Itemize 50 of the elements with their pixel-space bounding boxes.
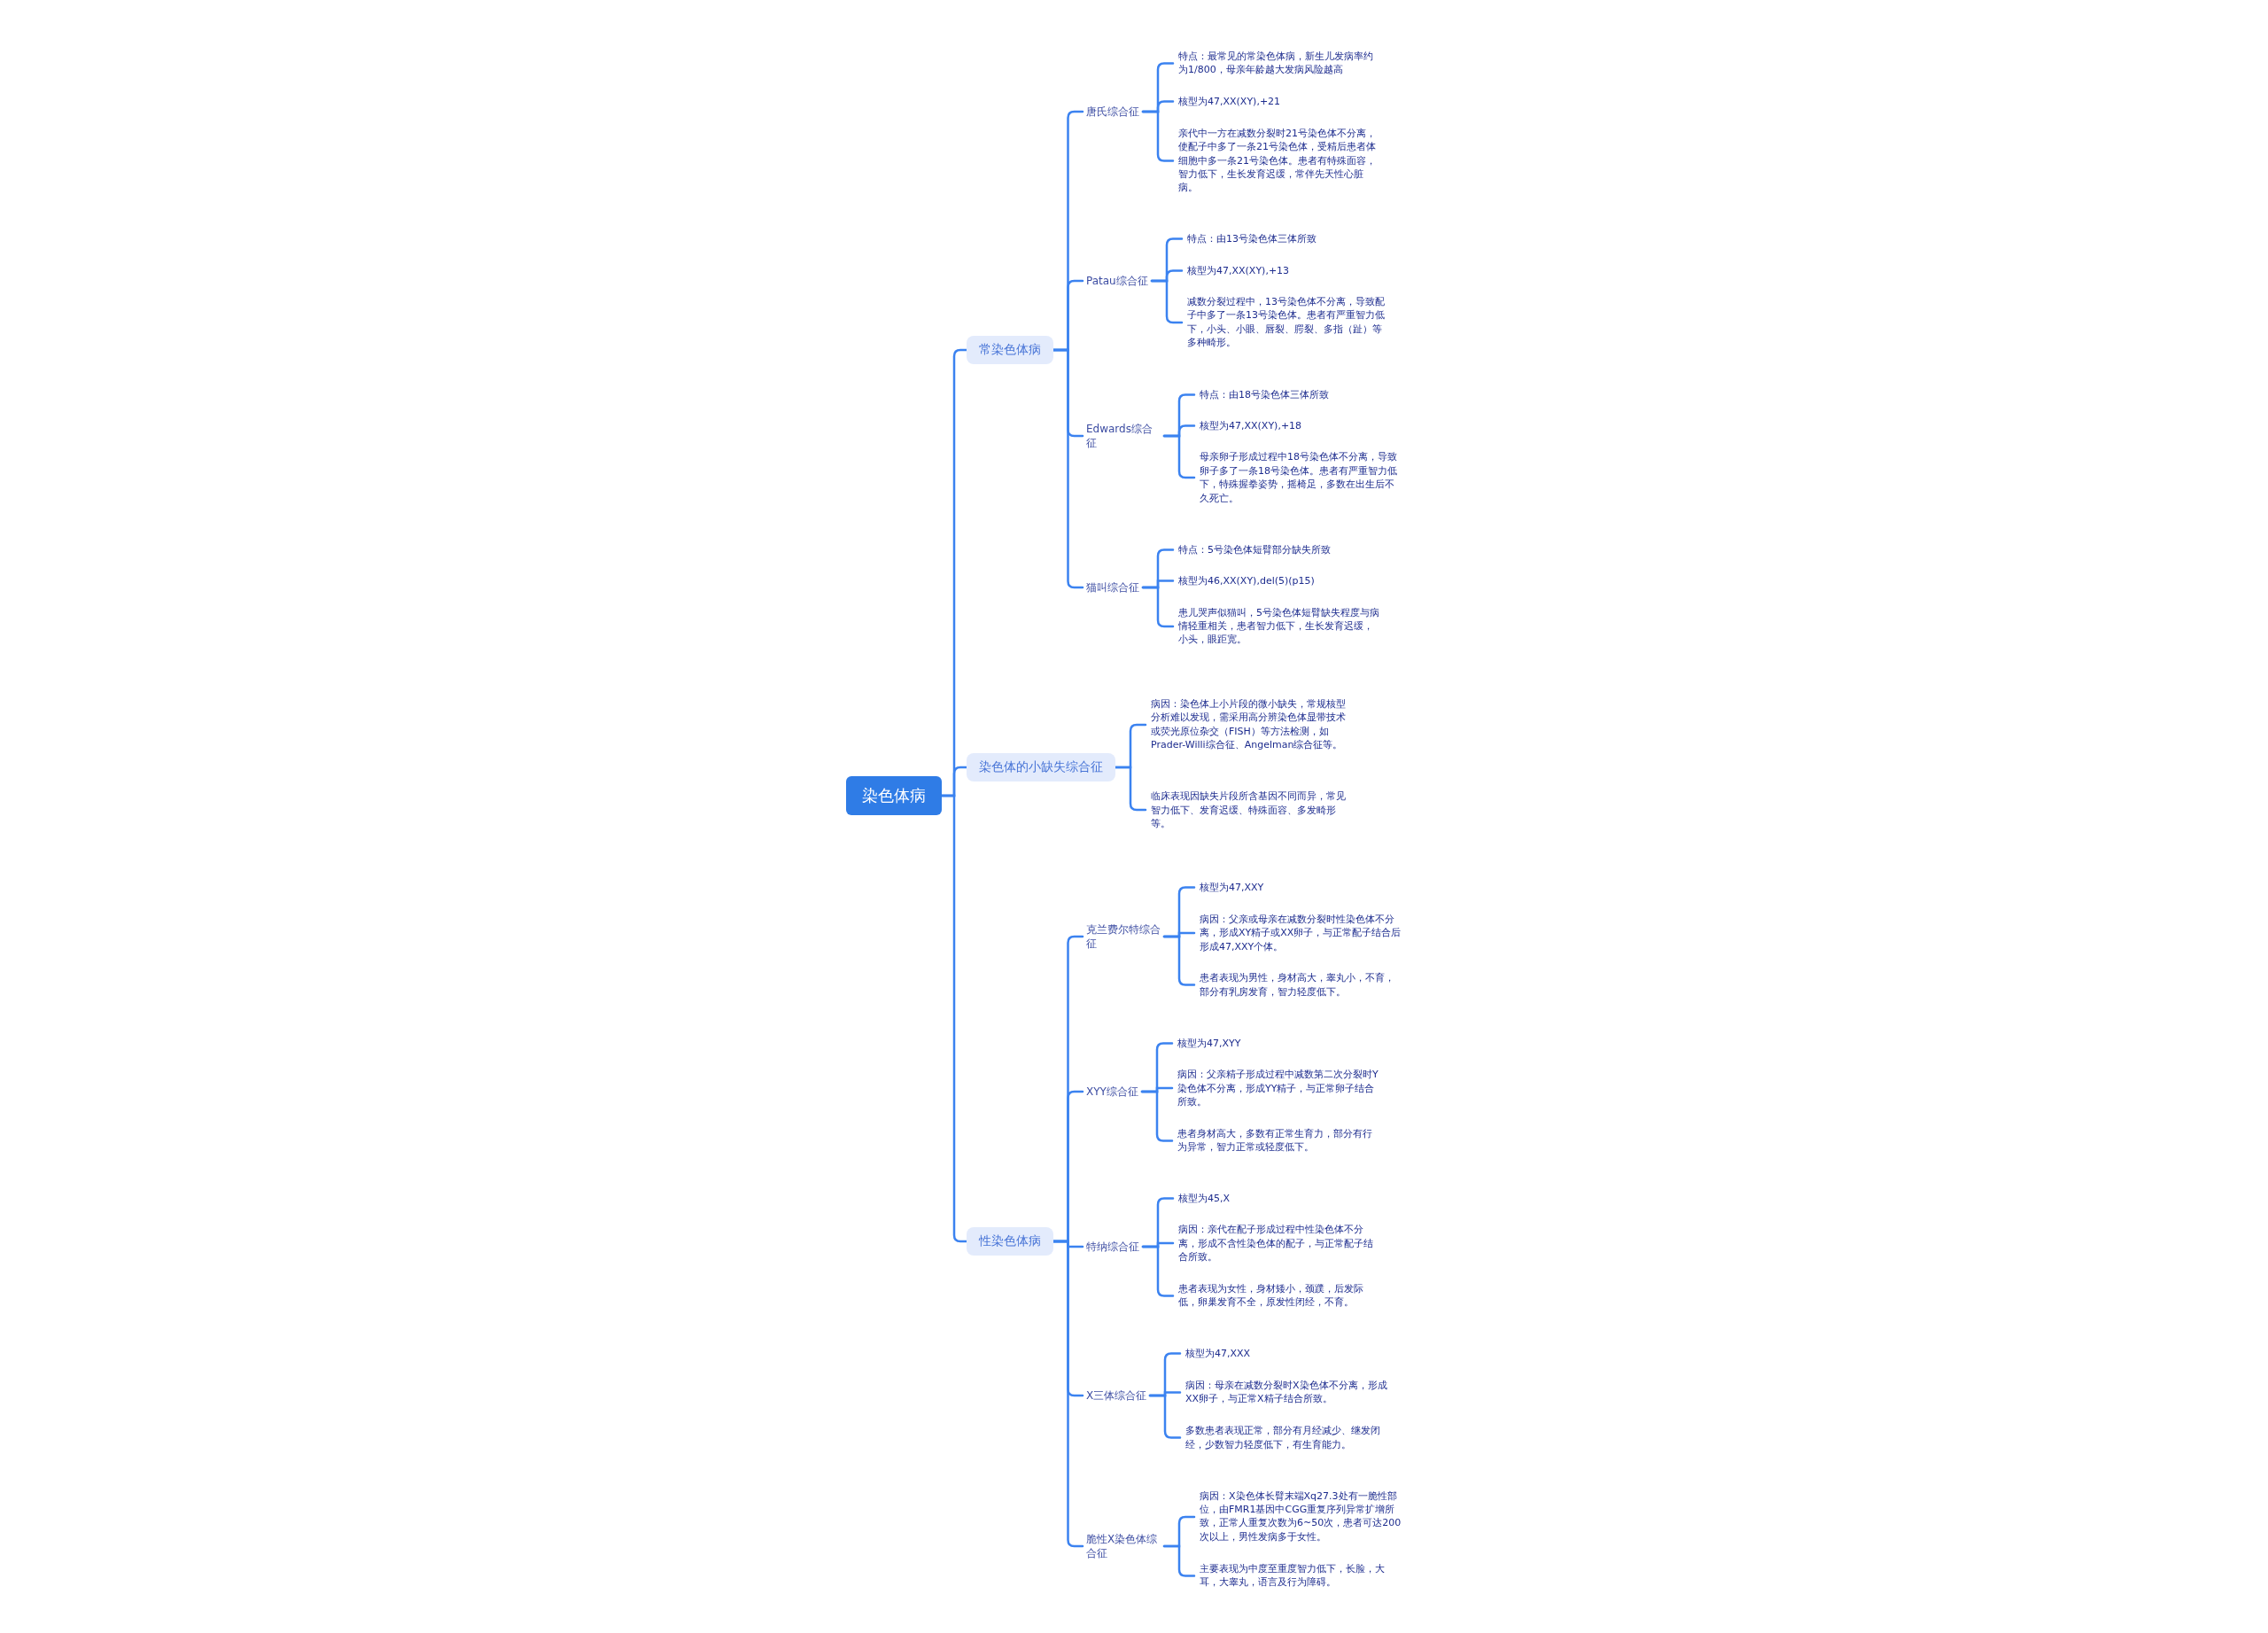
note-text: 临床表现因缺失片段所含基因不同而异，常见智力低下、发育迟缓、特殊面容、多发畸形等。 xyxy=(1146,789,1355,832)
connector-line xyxy=(1114,766,1147,812)
connector-line xyxy=(1162,1544,1196,1577)
note-text: 特点：由13号染色体三体所致 xyxy=(1182,231,1391,247)
note-text: 亲代中一方在减数分裂时21号染色体不分离，使配子中多了一条21号染色体，受精后患者体细胞中多一条21号染色体。患者有特殊面容，智力低下，生长发育迟缓，常伴先天性心脏病。 xyxy=(1173,125,1382,196)
note-text: 患者身材高大，多数有正常生育力，部分有行为异常，智力正常或轻度低下。 xyxy=(1172,1125,1381,1155)
subtopic-label: Edwards综合征 xyxy=(1083,420,1164,453)
note-text: 病因：X染色体长臂末端Xq27.3处有一脆性部位，由FMR1基因中CGG重复序列异常扩增所致，正常人重复次数为6~50次，患者可达200次以上，男性发病多于女性。 xyxy=(1194,1488,1403,1545)
connector-line xyxy=(940,794,968,1243)
note-text: 减数分裂过程中，13号染色体不分离，导致配子中多了一条13号染色体。患者有严重智力低下，小头、小眼、唇裂、腭裂、多指（趾）等多种畸形。 xyxy=(1182,294,1391,351)
note-text: 核型为46,XX(XY),del(5)(p15) xyxy=(1173,573,1382,589)
subtopic-label: 特纳综合征 xyxy=(1083,1238,1143,1256)
note-text: 核型为47,XYY xyxy=(1172,1035,1381,1052)
note-text: 核型为47,XX(XY),+13 xyxy=(1182,262,1391,279)
subtopic-label: XYY综合征 xyxy=(1083,1083,1142,1101)
note-text: 患者表现为女性，身材矮小，颈蹼，后发际低，卵巢发育不全，原发性闭经，不育。 xyxy=(1173,1280,1382,1310)
subtopic-label: X三体综合征 xyxy=(1083,1387,1151,1405)
note-text: 病因：亲代在配子形成过程中性染色体不分离，形成不含性染色体的配子，与正常配子结合所致。 xyxy=(1173,1222,1382,1265)
connector-line xyxy=(1162,434,1196,479)
subtopic-label: 唐氏综合征 xyxy=(1083,103,1143,121)
note-text: 核型为47,XXY xyxy=(1194,880,1403,896)
root-topic: 染色体病 xyxy=(846,775,942,815)
note-text: 患儿哭声似猫叫，5号染色体短臂缺失程度与病情轻重相关，患者智力低下，生长发育迟缓，小头，眼距宽。 xyxy=(1173,604,1382,648)
subtopic-label: 猫叫综合征 xyxy=(1083,579,1143,597)
main-branch-topic: 性染色体病 xyxy=(967,1226,1053,1256)
note-text: 核型为47,XX(XY),+21 xyxy=(1173,94,1382,110)
subtopic-label: 脆性X染色体综合征 xyxy=(1083,1530,1164,1563)
note-text: 病因：父亲或母亲在减数分裂时性染色体不分离，形成XY精子或XX卵子，与正常配子结合后形成47,XXY个体。 xyxy=(1194,911,1403,955)
note-text: 核型为47,XXX xyxy=(1180,1346,1389,1362)
note-text: 核型为47,XX(XY),+18 xyxy=(1194,417,1403,434)
connector-line xyxy=(1150,279,1184,324)
note-text: 病因：染色体上小片段的微小缺失，常规核型分析难以发现，需采用高分辨染色体显带技术或荧光原位杂交（FISH）等方法检测，如Prader-Willi综合征、Angelman综合征等。 xyxy=(1146,696,1355,753)
note-text: 母亲卵子形成过程中18号染色体不分离，导致卵子多了一条18号染色体。患者有严重智力低下，特殊握拳姿势，摇椅足，多数在出生后不久死亡。 xyxy=(1194,449,1403,506)
note-text: 特点：最常见的常染色体病，新生儿发病率约为1/800，母亲年龄越大发病风险越高 xyxy=(1173,49,1382,78)
note-text: 主要表现为中度至重度智力低下，长脸，大耳，大睾丸，语言及行为障碍。 xyxy=(1194,1561,1403,1590)
note-text: 多数患者表现正常，部分有月经减少、继发闭经，少数智力轻度低下，有生育能力。 xyxy=(1180,1423,1389,1452)
connector-line xyxy=(1052,348,1084,589)
main-branch-topic: 常染色体病 xyxy=(967,335,1053,364)
subtopic-label: Patau综合征 xyxy=(1083,271,1152,291)
note-text: 特点：由18号染色体三体所致 xyxy=(1194,386,1403,402)
main-branch-topic: 染色体的小缺失综合征 xyxy=(967,753,1115,782)
note-text: 特点：5号染色体短臂部分缺失所致 xyxy=(1173,541,1382,558)
subtopic-label: 克兰费尔特综合征 xyxy=(1083,920,1164,953)
connector-line xyxy=(1148,1394,1182,1439)
connector-line xyxy=(1141,586,1175,628)
note-text: 病因：父亲精子形成过程中减数第二次分裂时Y染色体不分离，形成YY精子，与正常卵子结合所致。 xyxy=(1172,1067,1381,1110)
note-text: 核型为45,X xyxy=(1173,1191,1382,1207)
connector-line xyxy=(1052,1240,1084,1548)
note-text: 病因：母亲在减数分裂时X染色体不分离，形成XX卵子，与正常X精子结合所致。 xyxy=(1180,1377,1389,1407)
note-text: 患者表现为男性，身材高大，睾丸小，不育，部分有乳房发育，智力轻度低下。 xyxy=(1194,970,1403,1000)
